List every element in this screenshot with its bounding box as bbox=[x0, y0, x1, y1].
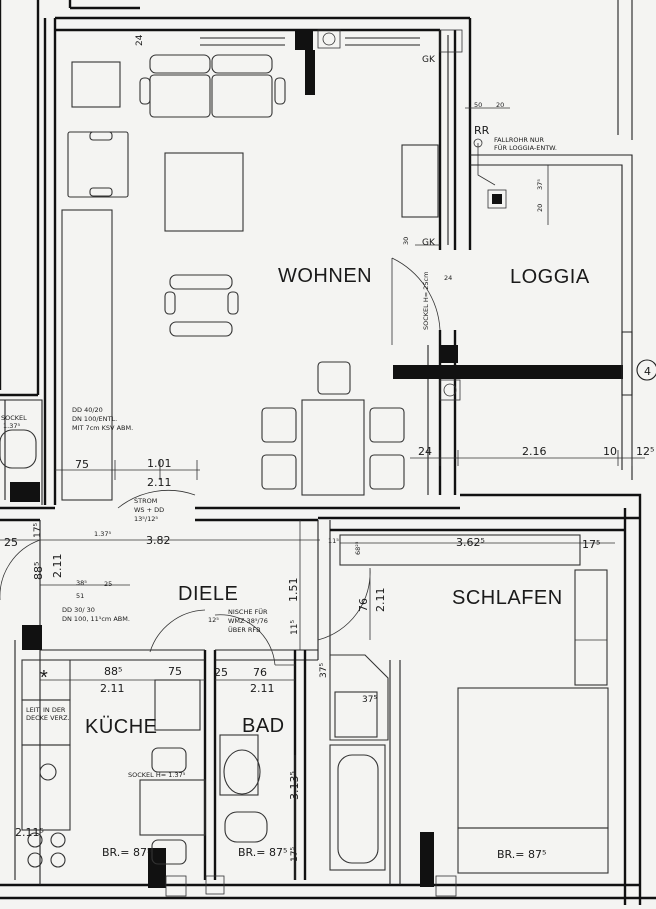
dim-88: 88⁵ bbox=[104, 665, 122, 678]
dim-24-mid: 24 bbox=[444, 274, 452, 282]
dimension-lines bbox=[0, 107, 645, 880]
dim-68: 68²⁵ bbox=[354, 541, 362, 555]
room-loggia: LOGGIA bbox=[510, 266, 590, 288]
dim-17-r: 17⁵ bbox=[582, 538, 600, 551]
dim-1-51: 1.51 bbox=[287, 578, 300, 603]
dim-17: 17⁵ bbox=[33, 523, 43, 538]
label-dd-mid-2: DN 100, 11⁵cm ABM. bbox=[62, 615, 130, 623]
dim-2-11b: 2.11 bbox=[100, 682, 125, 695]
dim-2-11-5: 2.11⁵ bbox=[15, 826, 44, 839]
dim-2-16: 2.16 bbox=[522, 445, 547, 458]
label-fallrohr: FALLROHR NUR bbox=[494, 136, 545, 144]
label-leit-1: LEIT. IN DER bbox=[26, 706, 66, 714]
label-br-bad: BR.= 87⁵ bbox=[238, 846, 287, 859]
dim-25: 25 bbox=[4, 536, 18, 549]
dim-20b: 20 bbox=[536, 204, 544, 212]
label-dd-top-3: MIT 7cm KSV ABM. bbox=[72, 424, 133, 432]
doors bbox=[0, 257, 441, 666]
label-dd-top-2: DN 100/ENTL. bbox=[72, 415, 117, 423]
dim-37-rot: 37⁵ bbox=[319, 663, 329, 678]
dim-76: 76 bbox=[253, 666, 267, 679]
label-fallrohr-2: FÜR LOGGIA-ENTW. bbox=[494, 143, 557, 152]
dim-38: 38⁵ bbox=[76, 579, 87, 587]
label-sockel-wohnen: SOCKEL H= 25cm bbox=[422, 272, 430, 330]
label-gk-bottom: GK bbox=[422, 238, 436, 248]
dim-17-bad: 17⁵ bbox=[290, 847, 300, 862]
room-kueche: KÜCHE bbox=[85, 716, 158, 738]
windows bbox=[10, 29, 463, 897]
axis-marker bbox=[636, 359, 656, 381]
dim-76-rot: 76 bbox=[357, 598, 370, 612]
dim-2-11c: 2.11 bbox=[250, 682, 275, 695]
dim-51: 51 bbox=[76, 592, 84, 600]
dim-10: 10 bbox=[603, 445, 617, 458]
dim-1-01: 1.01 bbox=[147, 457, 172, 470]
dim-20a: 20 bbox=[496, 101, 504, 109]
dim-37-5: 37⁵ bbox=[362, 695, 377, 705]
room-diele: DIELE bbox=[178, 583, 238, 605]
room-bad: BAD bbox=[242, 715, 285, 737]
dim-37: 37⁵ bbox=[536, 179, 544, 190]
label-strom-3: 13⁵/12⁵ bbox=[134, 515, 158, 523]
dim-25c: 25 bbox=[214, 666, 228, 679]
label-sockel-left-val: 1.37⁵ bbox=[3, 422, 20, 430]
dim-24-top: 24 bbox=[135, 34, 145, 46]
dim-2-11a: 2.11 bbox=[147, 476, 172, 489]
dim-88-rot: 88⁵ bbox=[32, 562, 45, 580]
dim-12: 12⁵ bbox=[636, 445, 654, 458]
dim-11: 11⁵ bbox=[328, 537, 339, 545]
label-br-schlafen: BR.= 87⁵ bbox=[497, 848, 546, 861]
room-schlafen: SCHLAFEN bbox=[452, 587, 563, 609]
dim-24-loggia: 24 bbox=[418, 445, 432, 458]
dim-50: 50 bbox=[474, 101, 482, 109]
label-gk-top: GK bbox=[422, 55, 436, 65]
axis-marker-label: 4 bbox=[644, 365, 651, 378]
label-dd-mid-1: DD 30/ 30 bbox=[62, 606, 95, 614]
label-nische-3: ÜBER RFB bbox=[228, 625, 261, 634]
label-strom-2: WS + DD bbox=[134, 506, 164, 514]
dim-12-5: 12⁵ bbox=[208, 616, 219, 624]
dim-3-62: 3.62⁵ bbox=[456, 536, 485, 549]
dim-3-13: 3.13⁵ bbox=[288, 771, 301, 800]
dim-25b: 25 bbox=[104, 580, 112, 588]
room-wohnen: WOHNEN bbox=[278, 265, 372, 287]
label-dd-top-1: DD 40/20 bbox=[72, 406, 103, 414]
label-rr: RR bbox=[474, 124, 490, 137]
dim-30: 30 bbox=[402, 237, 410, 245]
label-sockel-kueche: SOCKEL H= 1.37⁵ bbox=[128, 771, 186, 779]
dim-3-82: 3.82 bbox=[146, 534, 171, 547]
label-nische-2: WMZ 38⁵/76 bbox=[228, 617, 268, 625]
label-br-kueche: BR.= 87⁵ bbox=[102, 846, 151, 859]
furniture bbox=[0, 54, 609, 874]
label-asterisk: * bbox=[40, 667, 48, 689]
dim-11-5: 11⁵ bbox=[290, 620, 300, 635]
dim-75b: 75 bbox=[168, 665, 182, 678]
label-nische-1: NISCHE FÜR bbox=[228, 607, 268, 616]
dim-1-37: 1.37⁵ bbox=[94, 530, 111, 538]
label-strom-1: STROM bbox=[134, 497, 157, 505]
dim-75: 75 bbox=[75, 458, 89, 471]
label-leit-2: DECKE VERZ. bbox=[26, 714, 70, 722]
dim-2-11-rot2: 2.11 bbox=[374, 588, 387, 613]
dim-2-11-rot: 2.11 bbox=[51, 554, 64, 579]
label-sockel-left: SOCKEL bbox=[1, 414, 27, 422]
